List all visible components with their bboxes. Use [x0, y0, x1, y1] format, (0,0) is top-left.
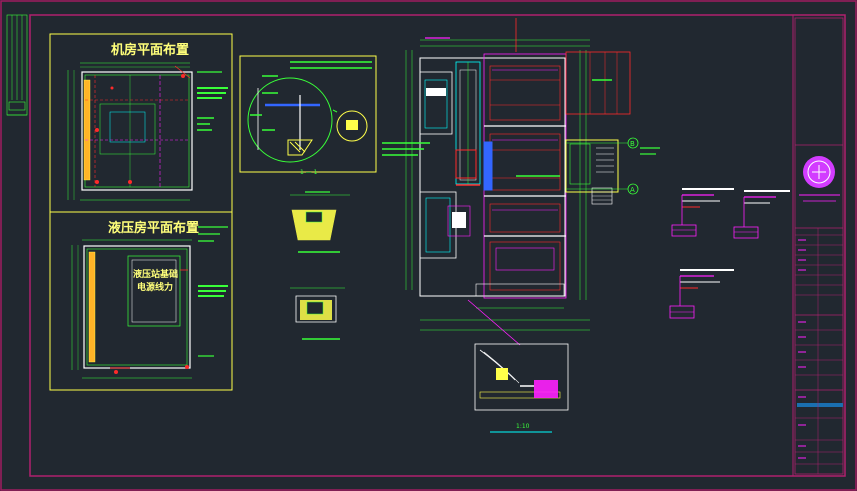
legend-table-1 [671, 188, 734, 237]
bottom-detail: 1:10 [474, 343, 569, 433]
panel-machine-room: 机房平面布置 [49, 33, 233, 213]
panel-hydraulic-room-title: 液压房平面布置 [108, 220, 199, 236]
section-label: 1 — 1 [300, 169, 318, 176]
grid-marker-b: B [630, 140, 635, 148]
title-block [794, 17, 844, 475]
hydraulic-center-label-line2: 电源线力 [137, 281, 173, 293]
panel-section-detail: 1 — 1 [239, 55, 377, 176]
main-floor-plan: B A [382, 18, 660, 346]
left-binding-strip [6, 14, 28, 116]
detail-a-label: 1:10 [516, 423, 530, 430]
pit-detail-lower [290, 287, 345, 340]
legend-table-2 [733, 190, 790, 239]
legend-table-3 [669, 269, 734, 319]
hydraulic-center-label-line1: 液压站基础 [133, 268, 178, 280]
pit-detail-upper [290, 191, 350, 253]
panel-machine-room-title: 机房平面布置 [111, 42, 189, 58]
panel-hydraulic-room: 液压房平面布置 液压站基础 电源线力 [49, 211, 233, 391]
grid-marker-a: A [630, 186, 635, 194]
